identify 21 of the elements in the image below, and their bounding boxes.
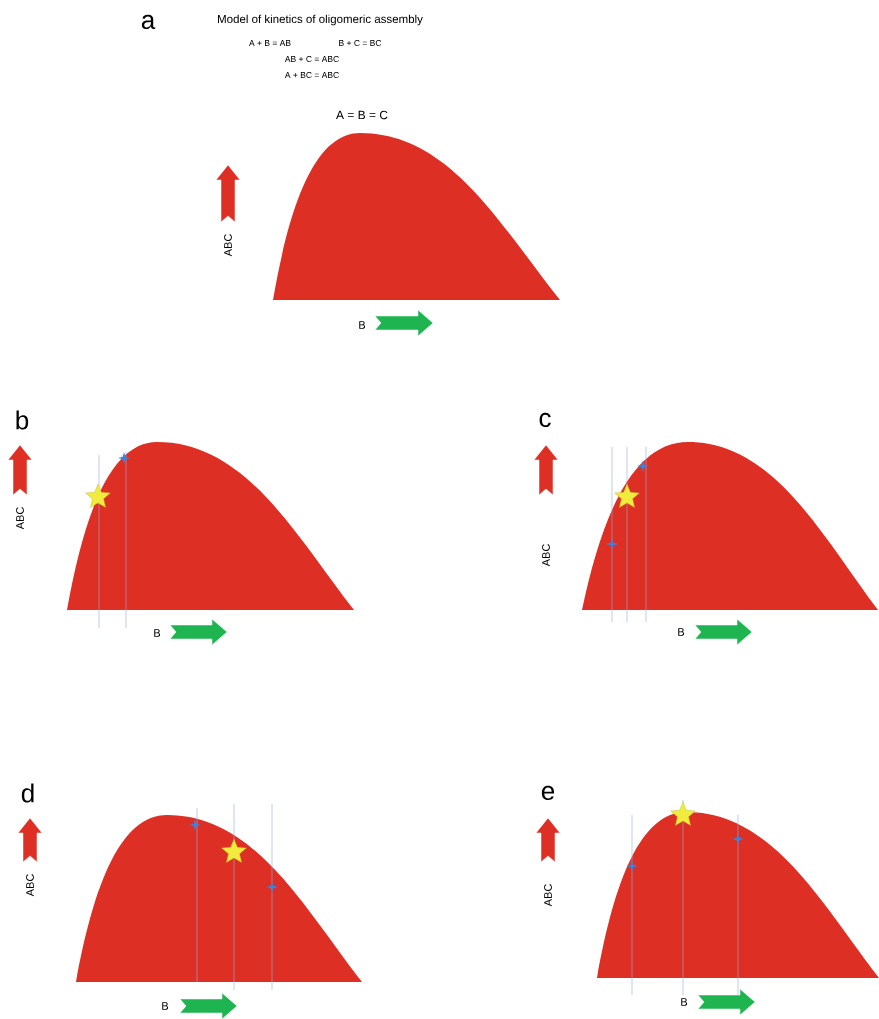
axis-label: ABC bbox=[542, 544, 550, 567]
panel-letter: d bbox=[21, 783, 34, 803]
axis-label: ABC bbox=[224, 234, 232, 257]
equation: AB + C = ABC bbox=[284, 56, 339, 62]
title: Model of kinetics of oligomeric assembly bbox=[218, 14, 423, 26]
axis-label: B bbox=[359, 321, 366, 329]
axis-label: ABC bbox=[16, 507, 24, 530]
equation: A + B = AB bbox=[249, 40, 291, 46]
axis-label: B bbox=[162, 1002, 169, 1010]
axis-label: B bbox=[678, 628, 685, 636]
axis-label: B bbox=[154, 629, 161, 637]
panel-letter: a bbox=[141, 14, 156, 30]
panel-letter: e bbox=[541, 785, 555, 801]
equation: A = B = C bbox=[336, 110, 388, 120]
equation: B + C = BC bbox=[339, 40, 382, 46]
axis-label: B bbox=[681, 998, 688, 1006]
panel-letter: b bbox=[16, 410, 29, 430]
equation: A + BC = ABC bbox=[284, 72, 339, 78]
axis-label: ABC bbox=[26, 874, 34, 897]
panel-letter: c bbox=[539, 412, 551, 428]
axis-label: ABC bbox=[544, 884, 552, 907]
